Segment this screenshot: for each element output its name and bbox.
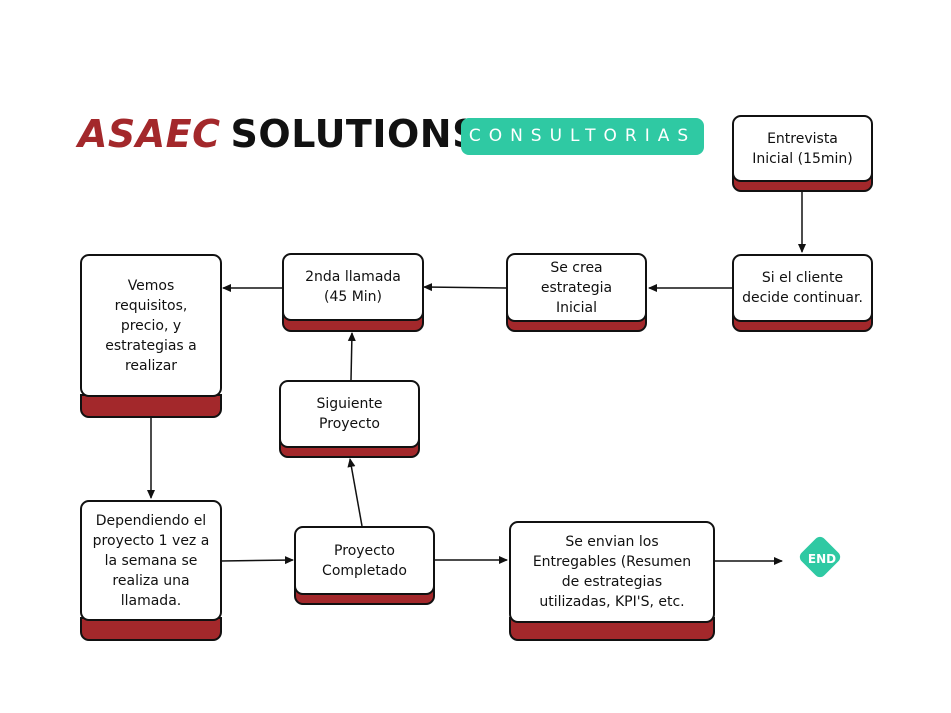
node-segunda-llamada: 2nda llamada (45 Min)	[282, 253, 424, 332]
node-proyecto-completado: Proyecto Completado	[294, 526, 435, 605]
arrow-siguiente-to-llamada2	[347, 332, 356, 381]
node-entrevista-inicial: Entrevista Inicial (15min)	[732, 115, 873, 192]
brand-suffix: SOLUTIONS	[230, 112, 480, 156]
node-llamada2-label: 2nda llamada (45 Min)	[282, 253, 424, 321]
consultorias-badge: CONSULTORIAS	[461, 118, 704, 155]
node-entregables: Se envian los Entregables (Resumen de es…	[509, 521, 715, 641]
node-siguiente-label: Siguiente Proyecto	[279, 380, 420, 448]
node-vemos-label: Vemos requisitos, precio, y estrategias …	[80, 254, 222, 397]
node-siguiente-proyecto: Siguiente Proyecto	[279, 380, 420, 458]
arrow-dependiendo-to-completado	[220, 556, 294, 565]
node-entrevista-label: Entrevista Inicial (15min)	[732, 115, 873, 182]
node-entregables-label: Se envian los Entregables (Resumen de es…	[509, 521, 715, 623]
end-terminator: END	[797, 534, 843, 580]
end-label: END	[807, 552, 837, 566]
node-cliente-continua: Si el cliente decide continuar.	[732, 254, 873, 332]
node-vemos-requisitos: Vemos requisitos, precio, y estrategias …	[80, 254, 222, 418]
node-dependiendo-proyecto: Dependiendo el proyecto 1 vez a la seman…	[80, 500, 222, 641]
node-dependiendo-label: Dependiendo el proyecto 1 vez a la seman…	[80, 500, 222, 621]
node-estrategia-inicial: Se crea estrategia Inicial	[506, 253, 647, 332]
brand-name: ASAEC	[78, 112, 221, 156]
node-cliente-label: Si el cliente decide continuar.	[732, 254, 873, 322]
node-estrategia-label: Se crea estrategia Inicial	[506, 253, 647, 322]
arrow-completado-to-siguiente	[347, 458, 363, 527]
arrow-estrategia-to-llamada2	[423, 283, 507, 292]
node-completado-label: Proyecto Completado	[294, 526, 435, 595]
